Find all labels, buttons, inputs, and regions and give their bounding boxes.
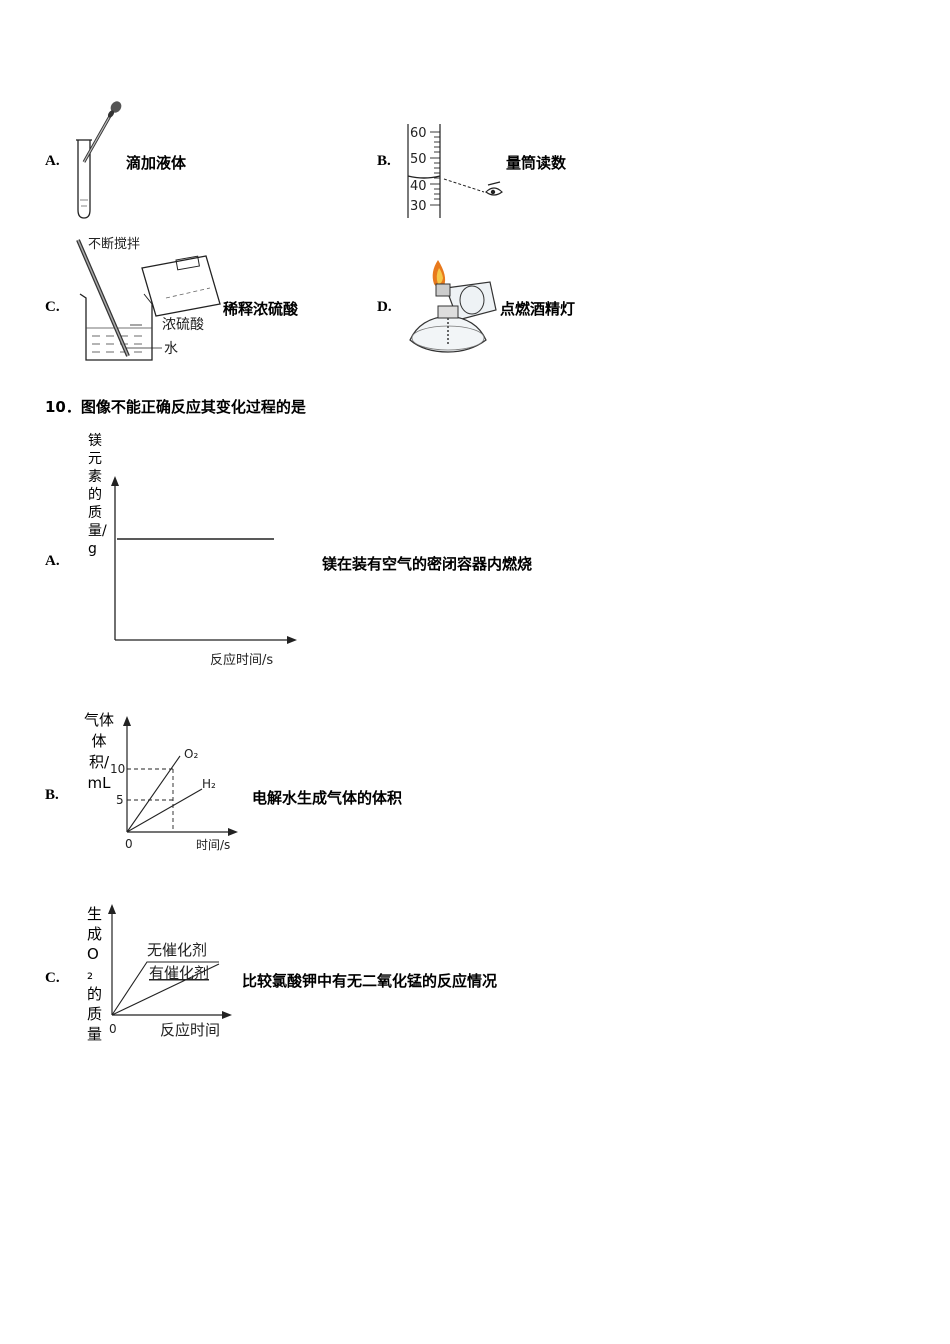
chart-b-legend-o2: O₂ bbox=[184, 747, 198, 761]
label-stir: 不断搅拌 bbox=[88, 236, 140, 252]
chart-c-legend-no-catalyst: 无催化剂 bbox=[147, 941, 207, 959]
eye-icon bbox=[485, 181, 503, 196]
dilution-figure: 不断搅拌 浓硫酸 水 bbox=[70, 232, 230, 371]
cylinder-tick-40: 40 bbox=[410, 179, 427, 194]
chart-b-o2-line bbox=[126, 755, 181, 833]
q9-option-b-letter: B. bbox=[377, 153, 391, 169]
q9-option-c-caption: 稀释浓硫酸 bbox=[223, 300, 299, 318]
q10-option-a-letter: A. bbox=[45, 553, 60, 569]
chart-a-xlabel: 反应时间/s bbox=[210, 652, 273, 668]
chart-b-ylabel: 气体体积/mL bbox=[83, 711, 114, 792]
label-water: 水 bbox=[164, 341, 178, 357]
q10-option-b-letter: B. bbox=[45, 787, 59, 803]
cylinder-tick-60: 60 bbox=[410, 126, 427, 141]
chart-b-ytick-10: 10 bbox=[110, 762, 125, 776]
q9-option-a-caption: 滴加液体 bbox=[126, 154, 187, 172]
chart-b-h2-line bbox=[126, 788, 203, 833]
chart-b: 10 5 0 O₂ H₂ 时间/s 气体体积/mL bbox=[80, 706, 250, 862]
dropper-test-tube-figure bbox=[70, 100, 130, 226]
q10-option-a-caption: 镁在装有空气的密闭容器内燃烧 bbox=[322, 555, 533, 573]
q9-option-d-letter: D. bbox=[377, 299, 392, 315]
chart-b-legend-h2: H₂ bbox=[202, 777, 216, 791]
chart-c-no-catalyst-line bbox=[111, 961, 219, 1016]
chart-c-origin: 0 bbox=[109, 1022, 117, 1036]
chart-b-xlabel: 时间/s bbox=[196, 838, 230, 852]
q10-option-b-caption: 电解水生成气体的体积 bbox=[252, 789, 403, 807]
q10-option-c-letter: C. bbox=[45, 970, 60, 986]
chart-c-with-catalyst-line bbox=[111, 963, 220, 1016]
question-10-title: 10．图像不能正确反应其变化过程的是 bbox=[45, 398, 306, 416]
chart-b-origin: 0 bbox=[125, 837, 133, 851]
chart-c-xlabel: 反应时间 bbox=[160, 1021, 220, 1039]
q9-option-c-letter: C. bbox=[45, 299, 60, 315]
q9-option-b-caption: 量筒读数 bbox=[506, 154, 567, 172]
q9-option-d-caption: 点燃酒精灯 bbox=[500, 300, 576, 318]
chart-c-ylabel: 生成O₂的质量 bbox=[87, 905, 103, 1043]
label-acid: 浓硫酸 bbox=[162, 317, 204, 333]
cylinder-tick-30: 30 bbox=[410, 199, 427, 214]
chart-a-ylabel: 镁元素的质量/g bbox=[88, 433, 107, 557]
chart-c: 无催化剂 有催化剂 0 反应时间 生成O₂的质量 bbox=[85, 900, 240, 1046]
q10-option-c-caption: 比较氯酸钾中有无二氧化锰的反应情况 bbox=[242, 972, 498, 990]
cylinder-tick-50: 50 bbox=[410, 152, 427, 167]
q9-option-a-letter: A. bbox=[45, 153, 60, 169]
alcohol-lamp-figure bbox=[400, 254, 500, 368]
chart-c-legend-with-catalyst: 有催化剂 bbox=[149, 964, 209, 982]
chart-a: 反应时间/s 镁元素的质量/g bbox=[80, 426, 310, 680]
graduated-cylinder-figure: 60 50 40 30 bbox=[400, 122, 510, 226]
chart-b-ytick-5: 5 bbox=[116, 793, 124, 807]
